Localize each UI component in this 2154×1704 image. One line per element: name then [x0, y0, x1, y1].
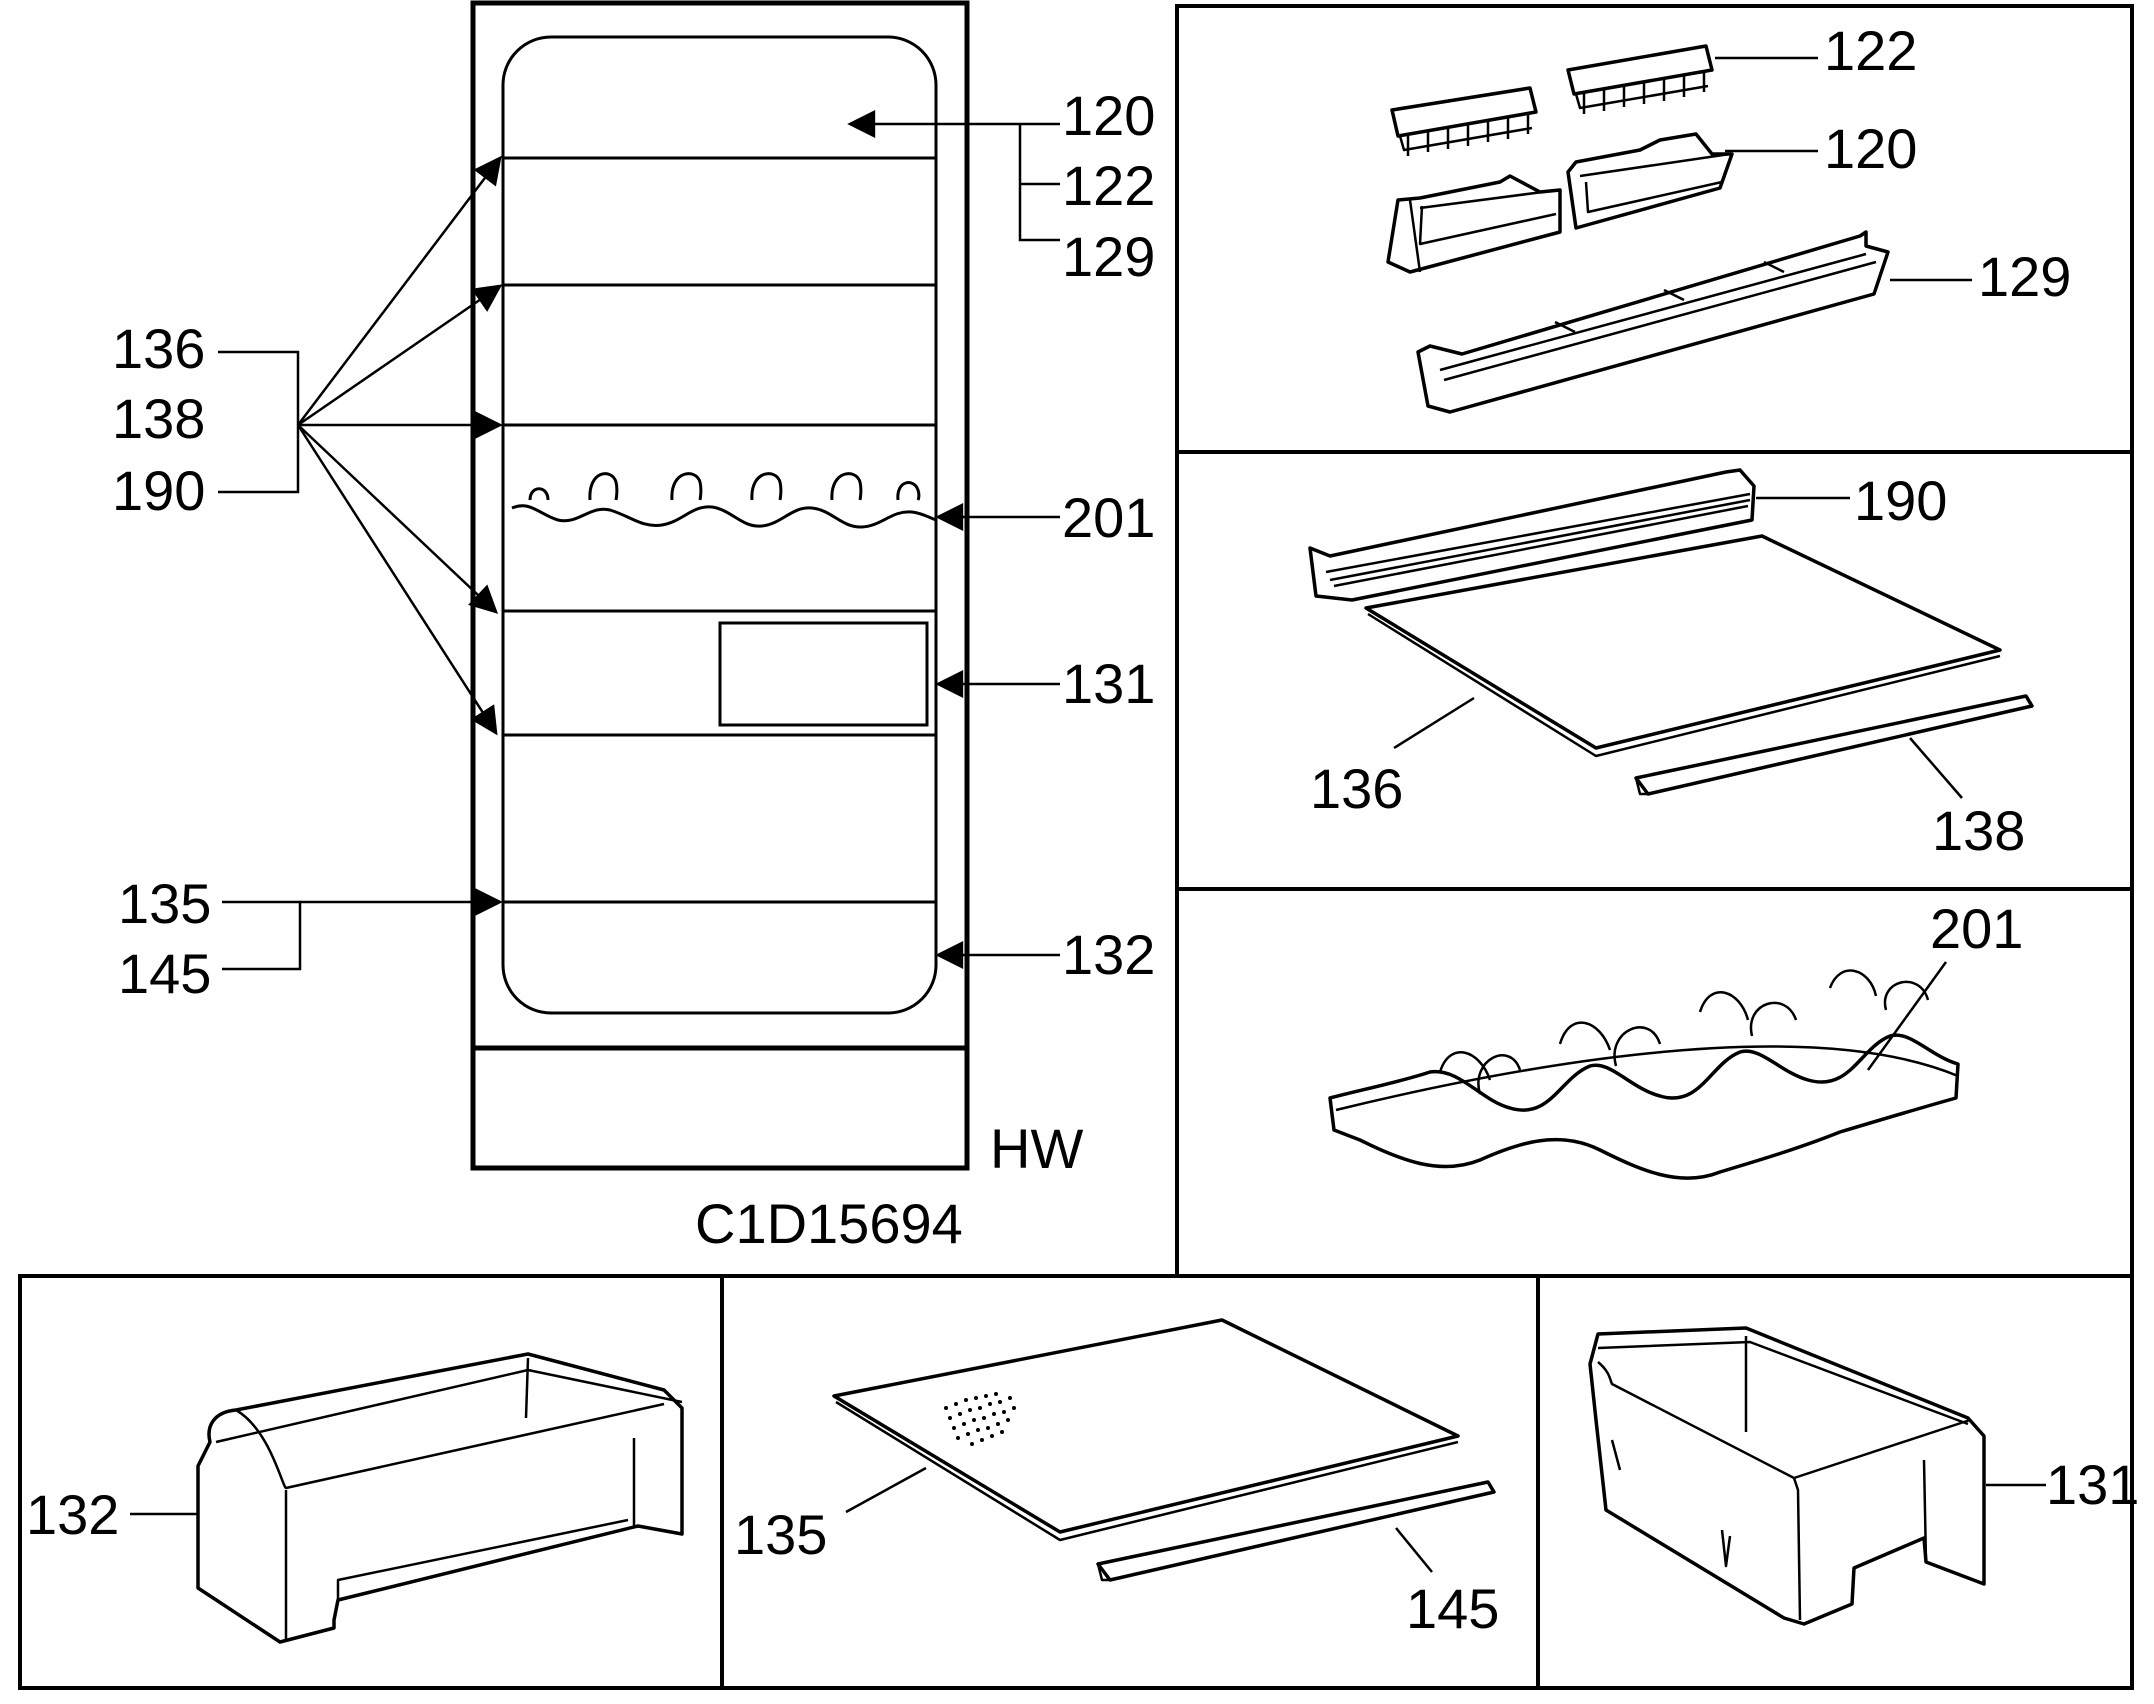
- shelf-rear-rail: [1308, 468, 1756, 602]
- leader-panel-136: [1393, 696, 1475, 750]
- label-panel-135: 135: [734, 1503, 827, 1566]
- crisper-drawer-part: [196, 1352, 684, 1644]
- panel-crisper: 132: [26, 1352, 684, 1644]
- panel-frames: [18, 4, 2134, 1690]
- label-panel-120: 120: [1824, 117, 1917, 180]
- egg-tray-right: [1566, 44, 1714, 114]
- label-panel-131: 131: [2046, 1453, 2139, 1516]
- callout-135: 135: [118, 872, 211, 935]
- leader-panel-135: [845, 1466, 927, 1514]
- bottom-glass-shelf: [832, 1318, 1460, 1542]
- door-bin-left: [1386, 174, 1562, 274]
- panel-door-bins: 122 120 129: [1386, 19, 2071, 414]
- leader-shelf-arrow-1: [297, 155, 502, 426]
- wine-rack-part: [1328, 969, 1960, 1180]
- small-drawer-part: [1588, 1326, 1986, 1626]
- callout-138: 138: [112, 387, 205, 450]
- bottom-shelf-trim: [1096, 1480, 1496, 1582]
- wine-rack-cradles: [528, 472, 921, 501]
- label-panel-129: 129: [1978, 245, 2071, 308]
- shelf-front-trim: [1634, 694, 2034, 796]
- cabinet-outline: [470, 0, 970, 1171]
- callout-129: 129: [1062, 225, 1155, 288]
- callout-136: 136: [112, 317, 205, 380]
- door-rail: [1416, 230, 1890, 414]
- label-panel-201: 201: [1930, 897, 2023, 960]
- door-bin-right: [1566, 132, 1734, 230]
- glass-shelf: [1364, 534, 2002, 758]
- panel-wine-rack: 201: [1328, 897, 2023, 1180]
- callout-120: 120: [1062, 84, 1155, 147]
- callout-122: 122: [1062, 154, 1155, 217]
- leader-bracket-top: [1018, 122, 1060, 242]
- label-panel-190: 190: [1854, 469, 1947, 532]
- callout-190: 190: [112, 459, 205, 522]
- egg-tray-left: [1390, 86, 1538, 156]
- callout-201: 201: [1062, 486, 1155, 549]
- callout-131: 131: [1062, 652, 1155, 715]
- panel-glass-shelf: 190 136 138: [1308, 468, 2034, 862]
- wine-rack-wave: [511, 504, 937, 529]
- leader-bracket-shelf: [218, 350, 300, 494]
- label-panel-138: 138: [1932, 799, 2025, 862]
- leader-panel-138: [1909, 737, 1963, 799]
- leader-panel-201: [1866, 961, 1948, 1071]
- panel-small-drawer: 131: [1588, 1326, 2139, 1626]
- leader-shelf-arrow-2: [297, 284, 503, 427]
- drawing-number: C1D15694: [695, 1192, 963, 1255]
- panel-bottom-shelf: 135 145: [734, 1318, 1499, 1640]
- cabinet-overview: 120 122 129 136 138 190 201 131 135 145 …: [112, 0, 1155, 1255]
- leader-bracket-lower: [222, 900, 302, 971]
- callout-145: 145: [118, 942, 211, 1005]
- label-panel-122: 122: [1824, 19, 1917, 82]
- small-drawer-box: [718, 621, 929, 727]
- label-panel-136: 136: [1310, 757, 1403, 820]
- bottom-panels-frame: [18, 1274, 2134, 1690]
- shelf-texture-dots: [944, 1392, 1016, 1446]
- label-panel-132: 132: [26, 1483, 119, 1546]
- leader-shelf-arrow-4: [297, 424, 499, 614]
- variant-label: HW: [990, 1117, 1083, 1180]
- label-panel-145: 145: [1406, 1577, 1499, 1640]
- leader-panel-145: [1395, 1527, 1433, 1573]
- callout-132: 132: [1062, 923, 1155, 986]
- leader-shelf-arrow-5: [296, 424, 498, 736]
